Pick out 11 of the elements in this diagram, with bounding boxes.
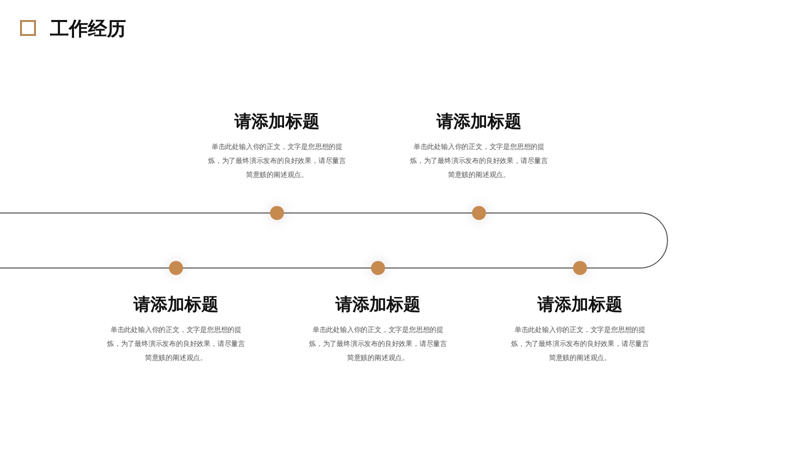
timeline-dot <box>472 206 486 220</box>
heading: 请添加标题 <box>334 294 422 316</box>
timeline-dot <box>169 261 183 275</box>
title: 工作经历 <box>50 17 126 42</box>
heading: 请添加标题 <box>233 111 320 133</box>
heading: 请添加标题 <box>536 294 624 316</box>
heading: 请添加标题 <box>435 111 522 133</box>
timeline-dot <box>371 261 385 275</box>
timeline-dot <box>270 206 284 220</box>
timeline-dot <box>573 261 587 275</box>
heading: 请添加标题 <box>132 294 220 316</box>
